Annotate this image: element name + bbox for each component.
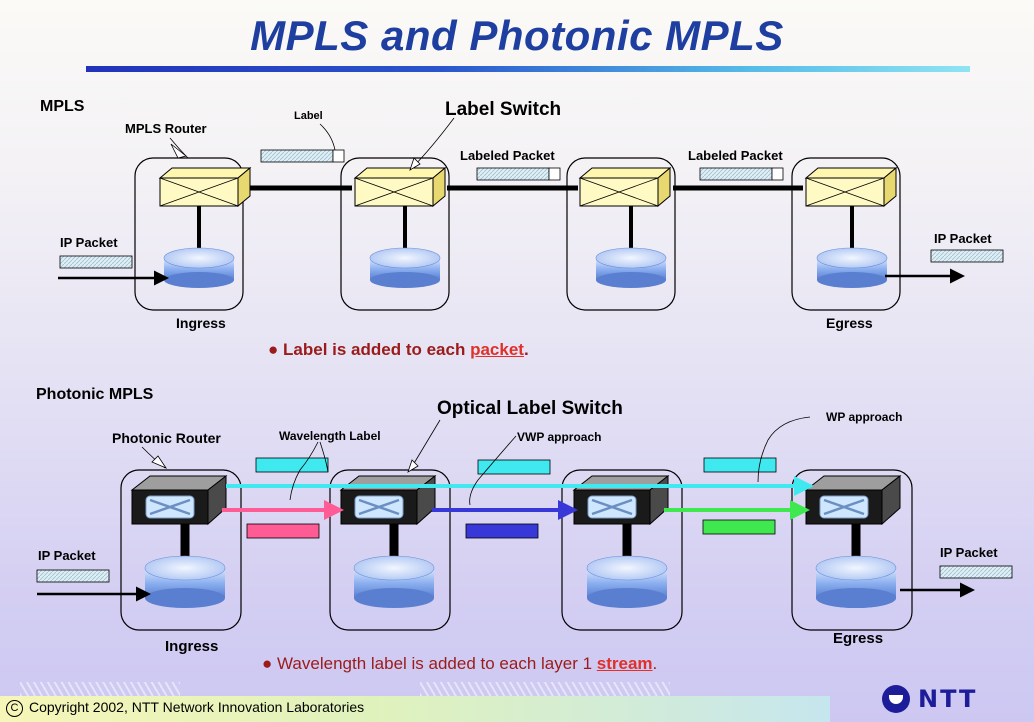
photonic-note-keyword: stream (596, 654, 653, 673)
wp-approach-label: WP approach (826, 410, 903, 424)
mpls-note-text: Label is added to each (283, 340, 471, 359)
ntt-logo-icon (882, 685, 910, 713)
slide-title: MPLS and Photonic MPLS (250, 12, 784, 59)
mpls-node-ingress (134, 157, 244, 311)
copyright-label: Copyright 2002, NTT Network Innovation L… (29, 699, 365, 715)
label-switch-title: Label Switch (445, 99, 562, 120)
mpls-ip-packet-out (930, 249, 1004, 263)
mpls-router-4 (816, 247, 888, 288)
photonic-router-4 (815, 555, 897, 608)
mpls-ip-packet-in-label: IP Packet (60, 235, 118, 250)
mpls-switch-2 (353, 166, 447, 208)
mpls-labeled-packet-2 (699, 167, 784, 181)
photonic-egress-label: Egress (833, 630, 884, 647)
mpls-router-label: MPLS Router (125, 121, 207, 136)
mpls-note-keyword: packet (470, 340, 524, 359)
ntt-logo-text: NTT (918, 685, 978, 713)
vwp-approach-label: VWP approach (517, 430, 602, 444)
mpls-switch-1 (158, 166, 252, 208)
photonic-ip-packet-out (939, 565, 1013, 579)
wavelength-label-pink (246, 523, 320, 539)
mpls-section-title: MPLS (40, 98, 85, 115)
photonic-node-2 (329, 469, 451, 631)
bullet-icon: ● (268, 340, 279, 359)
copyright-icon: C (6, 699, 23, 717)
mpls-switch-4 (804, 166, 898, 208)
copyright-text: C Copyright 2002, NTT Network Innovation … (6, 699, 364, 717)
photonic-node-ingress (120, 469, 242, 631)
photonic-ingress-label: Ingress (165, 638, 219, 655)
mpls-note: ● Label is added to each packet. (268, 340, 529, 360)
mpls-ip-packet-out-label: IP Packet (934, 231, 992, 246)
labeled-packet-label-2: Labeled Packet (688, 148, 783, 163)
mpls-note-end: . (523, 340, 529, 359)
mpls-router-1 (163, 247, 235, 288)
mpls-ip-packet-in (59, 255, 133, 269)
photonic-router-3 (586, 555, 668, 608)
mpls-labeled-packet-1 (476, 167, 561, 181)
photonic-node-3 (561, 469, 683, 631)
wavelength-label-cyan-3 (703, 457, 777, 473)
mpls-node-egress (791, 157, 901, 311)
photonic-ip-packet-out-label: IP Packet (940, 545, 998, 560)
photonic-section-title: Photonic MPLS (36, 386, 154, 403)
optical-label-switch-title: Optical Label Switch (437, 398, 623, 419)
label-caption: Label (294, 110, 323, 122)
photonic-router-label: Photonic Router (112, 430, 221, 446)
labeled-packet-label-1: Labeled Packet (460, 148, 555, 163)
decorative-hatch (420, 682, 670, 696)
mpls-router-2 (369, 247, 441, 288)
mpls-node-2 (340, 157, 450, 311)
photonic-ip-packet-in-label: IP Packet (38, 548, 96, 563)
photonic-switch-3 (572, 474, 670, 526)
mpls-router-3 (595, 247, 667, 288)
title-underline (86, 66, 970, 72)
mpls-ingress-label: Ingress (176, 315, 226, 331)
photonic-note-end: . (652, 654, 658, 673)
ntt-logo: NTT (882, 685, 1022, 719)
wavelength-label-cyan-1 (255, 457, 329, 473)
mpls-label-packet (260, 149, 345, 163)
wavelength-label-blue (465, 523, 539, 539)
photonic-note-text: Wavelength label is added to each layer … (277, 654, 597, 673)
footer-bar: C Copyright 2002, NTT Network Innovation … (0, 696, 830, 722)
photonic-switch-1 (130, 474, 228, 526)
photonic-node-egress (791, 469, 913, 631)
photonic-switch-4 (804, 474, 902, 526)
wavelength-label-green (702, 519, 776, 535)
wavelength-label-caption: Wavelength Label (279, 429, 381, 443)
photonic-switch-2 (339, 474, 437, 526)
mpls-switch-3 (578, 166, 672, 208)
mpls-diagram (58, 117, 1004, 311)
mpls-node-3 (566, 157, 676, 311)
photonic-diagram (36, 416, 1013, 631)
wavelength-label-cyan-2 (477, 459, 551, 475)
photonic-note: ● Wavelength label is added to each laye… (262, 654, 657, 674)
decorative-hatch (20, 682, 180, 696)
mpls-egress-label: Egress (826, 315, 873, 331)
bullet-icon: ● (262, 654, 273, 673)
photonic-router-2 (353, 555, 435, 608)
photonic-ip-packet-in (36, 569, 110, 583)
photonic-router-1 (144, 555, 226, 608)
